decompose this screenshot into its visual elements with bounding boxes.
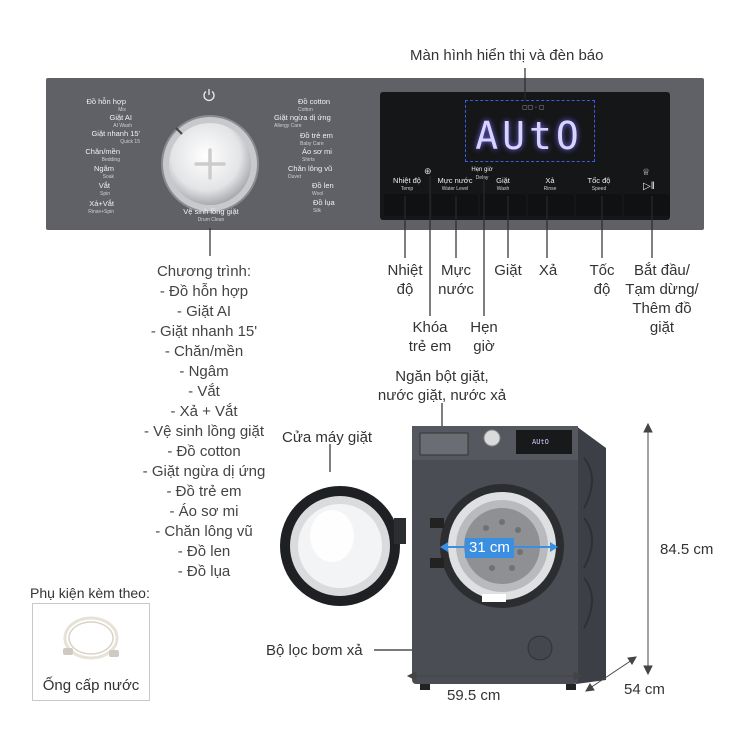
program-item: - Áo sơ mi xyxy=(169,503,239,520)
speed-button[interactable] xyxy=(576,194,622,216)
program-item: - Đồ lụa xyxy=(177,563,231,580)
start-pause-button[interactable] xyxy=(624,194,670,216)
water-hose-icon xyxy=(63,616,119,660)
add-clothes-icon: ♕ xyxy=(642,167,651,177)
depth-dimension: 54 cm xyxy=(624,681,665,698)
dial-plus-mark xyxy=(194,148,226,180)
dial-label-quick: Giặt nhanh 15'Quick 15 xyxy=(91,129,140,146)
program-item: - Vệ sinh lồng giặt xyxy=(143,423,265,440)
width-dimension: 59.5 cm xyxy=(447,687,501,704)
program-item: - Giặt ngừa dị ứng xyxy=(142,463,266,480)
program-dial[interactable] xyxy=(160,114,260,214)
program-list-title: Chương trình: xyxy=(156,263,252,280)
program-item: - Chăn/mền xyxy=(164,343,244,360)
program-item: - Đồ len xyxy=(177,543,231,560)
child-lock-icon: ⊕ xyxy=(424,166,432,176)
display-indicators: ▢▢ ◦ ▢ xyxy=(522,105,545,111)
accessory-item: Ống cấp nước xyxy=(42,677,140,694)
program-item: - Đồ trẻ em xyxy=(166,483,242,500)
filter-callout: Bộ lọc bơm xả xyxy=(266,642,363,659)
door-callout: Cửa máy giặt xyxy=(282,429,373,446)
program-item: - Xả + Vắt xyxy=(170,403,238,420)
program-list: Chương trình: - Đồ hỗn hợp - Giặt AI - G… xyxy=(118,262,290,582)
display-screen xyxy=(465,100,595,162)
temp-button[interactable] xyxy=(384,194,430,216)
display-text: AUtO xyxy=(475,114,583,158)
program-item: - Ngâm xyxy=(179,363,229,380)
program-item: - Đồ cotton xyxy=(167,443,241,460)
svg-text:AUtO: AUtO xyxy=(532,438,549,446)
display-callout: Màn hình hiển thị và đèn báo xyxy=(410,47,604,64)
water-level-button[interactable] xyxy=(432,194,478,216)
washing-machine: AUtO xyxy=(280,426,606,690)
wash-callout: Giặt xyxy=(494,262,522,279)
rinse-callout: Xả xyxy=(538,262,558,279)
rinse-button[interactable] xyxy=(528,194,574,216)
program-item: - Vắt xyxy=(188,383,220,400)
program-item: - Giặt AI xyxy=(176,303,232,320)
program-item: - Đồ hỗn hợp xyxy=(159,283,249,300)
program-item: - Giặt nhanh 15' xyxy=(150,323,258,340)
height-dimension: 84.5 cm xyxy=(660,541,714,558)
program-item: - Chăn lông vũ xyxy=(155,523,253,540)
wash-button[interactable] xyxy=(480,194,526,216)
detergent-callout: Ngăn bột giặt,nước giặt, nước xả xyxy=(377,368,507,404)
power-icon xyxy=(203,89,215,102)
play-pause-icon: ▷‖ xyxy=(643,181,655,192)
door-diameter-label: 31 cm xyxy=(465,538,514,558)
accessory-title: Phụ kiện kèm theo: xyxy=(30,585,150,601)
